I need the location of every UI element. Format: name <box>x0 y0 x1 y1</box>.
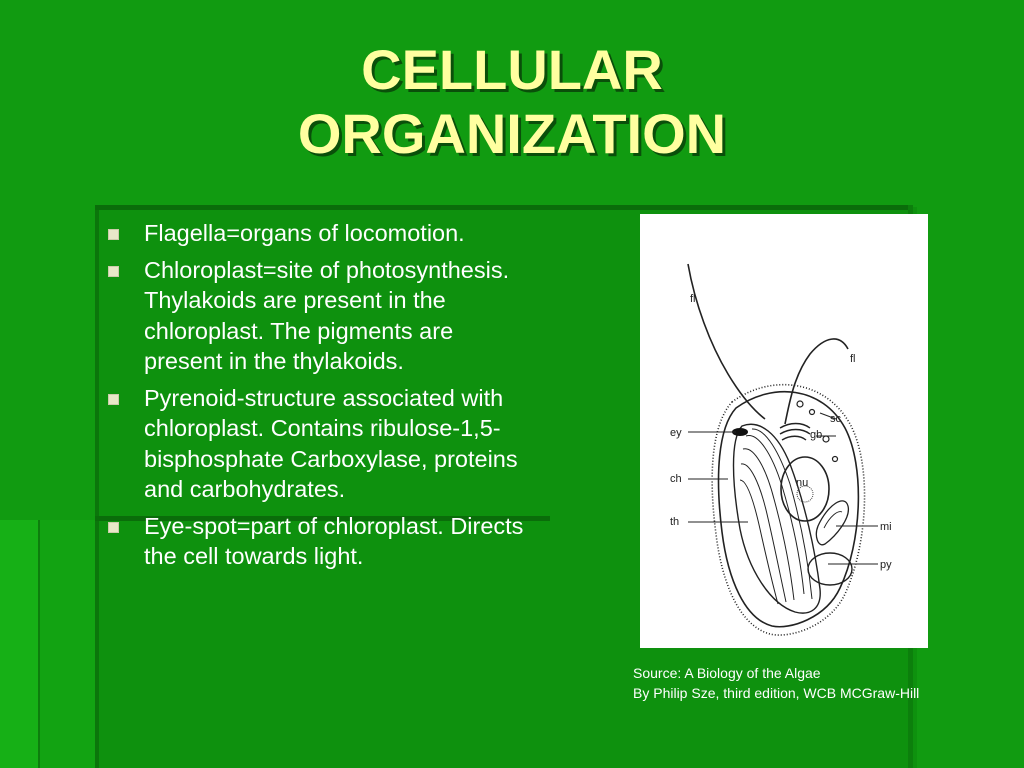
source-line-1: Source: A Biology of the Algae <box>633 665 821 681</box>
cell-diagram: fl fl sc ey gb ch nu th mi py <box>670 263 892 636</box>
source-caption: Source: A Biology of the Algae By Philip… <box>633 663 1013 703</box>
decor-panel-left <box>0 520 40 768</box>
bullet-text: Eye-spot=part of chloroplast. Directs th… <box>144 512 524 570</box>
label-ch: ch <box>670 473 682 485</box>
title-line-2: ORGANIZATION <box>297 102 727 165</box>
label-gb: gb <box>810 429 822 441</box>
square-bullet-icon <box>108 265 119 277</box>
label-mi: mi <box>880 521 892 533</box>
bullet-text: Chloroplast=site of photosynthesis. Thyl… <box>144 256 510 375</box>
square-bullet-icon <box>108 393 119 405</box>
label-fl-right: fl <box>850 353 856 365</box>
label-th: th <box>670 516 679 528</box>
square-bullet-icon <box>108 229 119 240</box>
label-sc: sc <box>830 413 842 425</box>
decor-rule-mid <box>95 516 550 521</box>
cell-diagram-figure: fl fl sc ey gb ch nu th mi py <box>640 214 928 648</box>
title-line-1: CELLULAR <box>361 38 663 101</box>
slide-title: CELLULAR ORGANIZATION <box>0 38 1024 166</box>
bullet-list: Flagella=organs of locomotion. Chloropla… <box>108 218 538 578</box>
label-py: py <box>880 559 892 571</box>
label-nu: nu <box>796 477 808 489</box>
bullet-text: Pyrenoid-structure associated with chlor… <box>144 384 518 503</box>
source-line-2: By Philip Sze, third edition, WCB MCGraw… <box>633 685 920 701</box>
square-bullet-icon <box>108 521 119 533</box>
bullet-text: Flagella=organs of locomotion. <box>144 220 465 246</box>
label-ey: ey <box>670 427 682 439</box>
bullet-item: Pyrenoid-structure associated with chlor… <box>108 383 538 505</box>
decor-panel-left-2 <box>38 520 100 768</box>
bullet-item: Flagella=organs of locomotion. <box>108 218 538 249</box>
decor-rule-top <box>95 205 913 210</box>
bullet-item: Eye-spot=part of chloroplast. Directs th… <box>108 511 538 572</box>
label-fl-left: fl <box>690 293 696 305</box>
bullet-item: Chloroplast=site of photosynthesis. Thyl… <box>108 255 538 377</box>
